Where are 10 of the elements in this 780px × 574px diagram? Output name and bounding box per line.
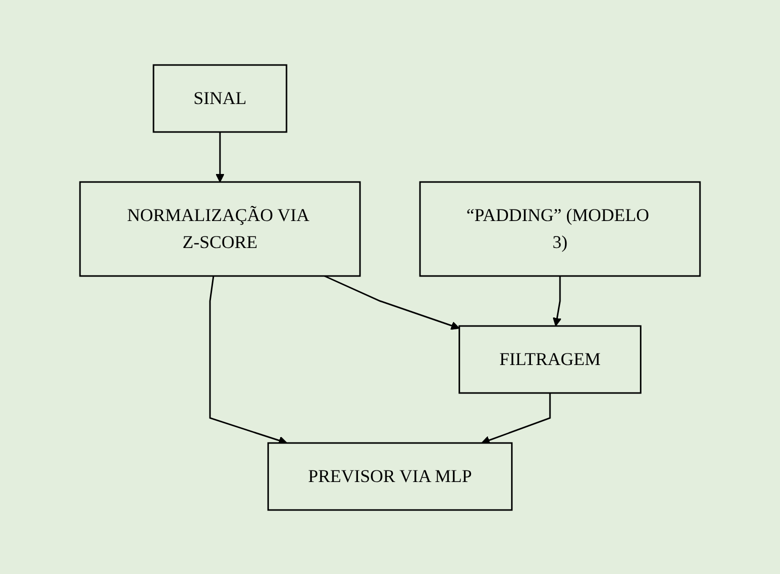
arrow <box>481 392 551 444</box>
node-box: SINAL <box>152 64 288 132</box>
node-box: “PADDING” (MODELO 3) <box>419 180 701 276</box>
node-box: PREVISOR VIA MLP <box>267 442 513 510</box>
arrow <box>324 274 460 330</box>
node-box: FILTRAGEM <box>458 324 642 394</box>
node-box: NORMALIZAÇÃO VIA Z-SCORE <box>79 180 361 276</box>
arrow <box>216 132 224 182</box>
arrow <box>209 275 288 444</box>
arrow <box>552 276 562 326</box>
